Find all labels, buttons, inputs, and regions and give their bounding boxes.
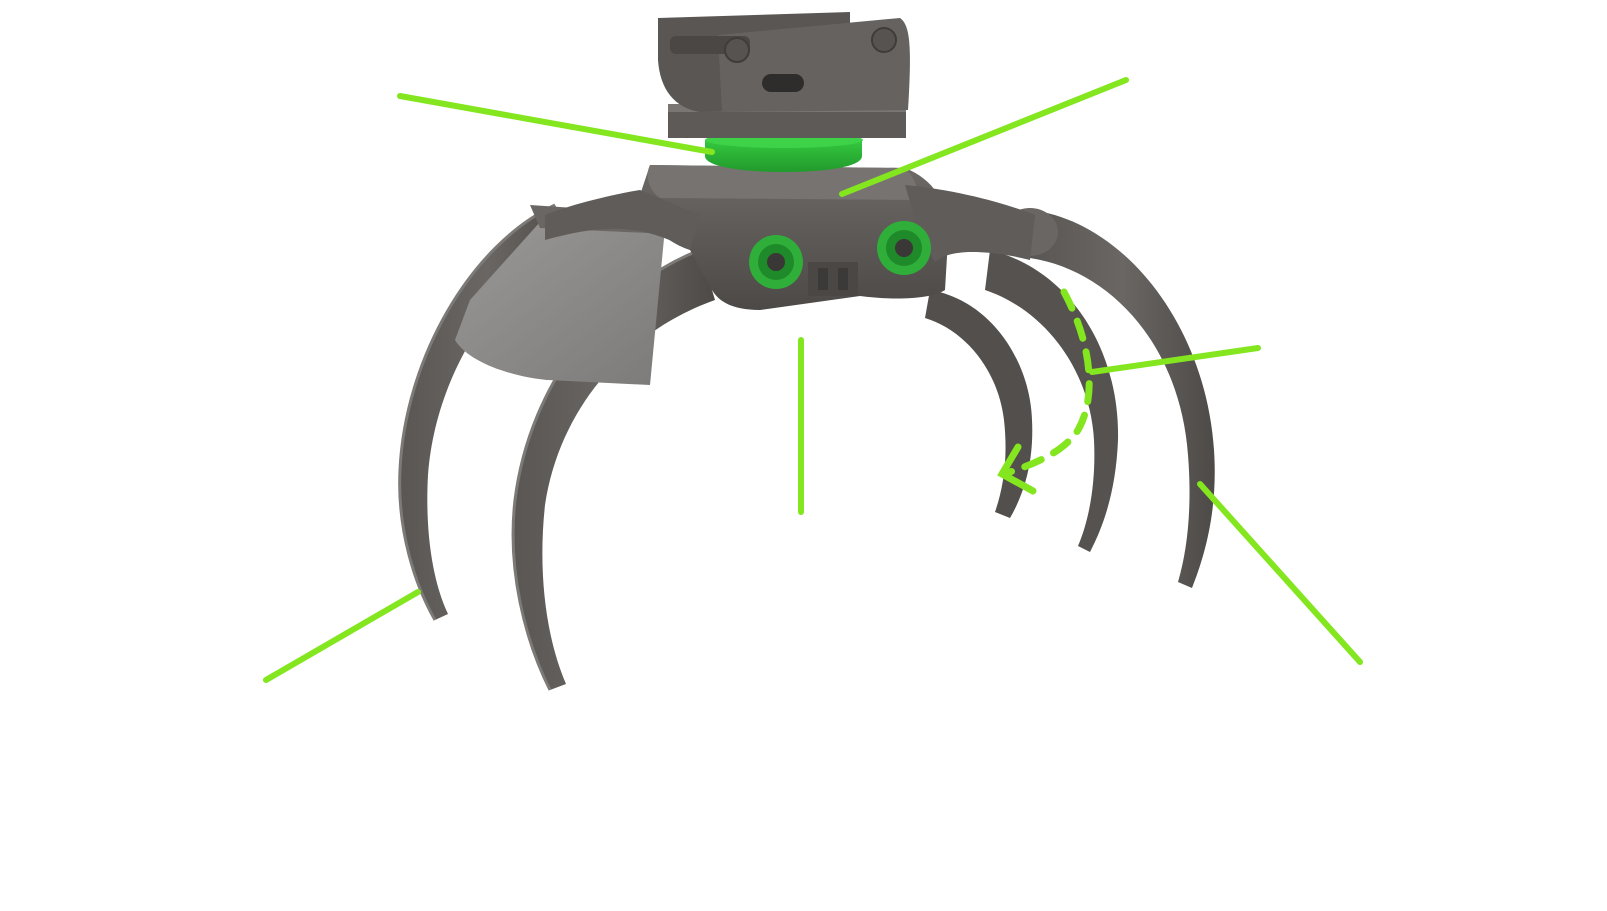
- rotation-arrowhead: [997, 443, 1037, 495]
- mounting-bracket: [658, 12, 910, 138]
- leader-line-left-tine: [263, 589, 421, 683]
- rotation-arrow: [1006, 288, 1093, 476]
- right-pivot-pin: [877, 221, 931, 275]
- housing-front-slot: [808, 262, 858, 296]
- right-arm-cover: [905, 185, 1035, 262]
- leader-lines: [263, 77, 1363, 683]
- housing-slot-notch-1: [818, 268, 828, 290]
- bracket-bolt-left: [724, 37, 750, 63]
- leader-line-right-tine: [1197, 481, 1363, 665]
- right-outer-tine: [1030, 210, 1215, 588]
- leader-line-rotation: [1089, 345, 1261, 375]
- main-housing: [640, 165, 949, 310]
- right-inner-tines: [925, 250, 1119, 552]
- bracket-base: [668, 108, 906, 138]
- left-outer-tine-edge: [398, 203, 556, 621]
- rotator-ring: [705, 140, 862, 172]
- left-pivot-pin: [749, 235, 803, 289]
- right-inner-tine-1: [925, 290, 1033, 518]
- curved-dashed-arrow-icon: [997, 288, 1093, 495]
- bracket-bolt-right: [871, 27, 897, 53]
- bracket-slot: [762, 74, 804, 92]
- left-cross-plate: [455, 222, 665, 385]
- leader-line-housing: [839, 77, 1129, 197]
- left-arm-cover: [545, 190, 700, 250]
- leader-line-rotator: [397, 93, 715, 155]
- right-inner-tine-2: [985, 250, 1119, 552]
- housing-slot-notch-2: [838, 268, 848, 290]
